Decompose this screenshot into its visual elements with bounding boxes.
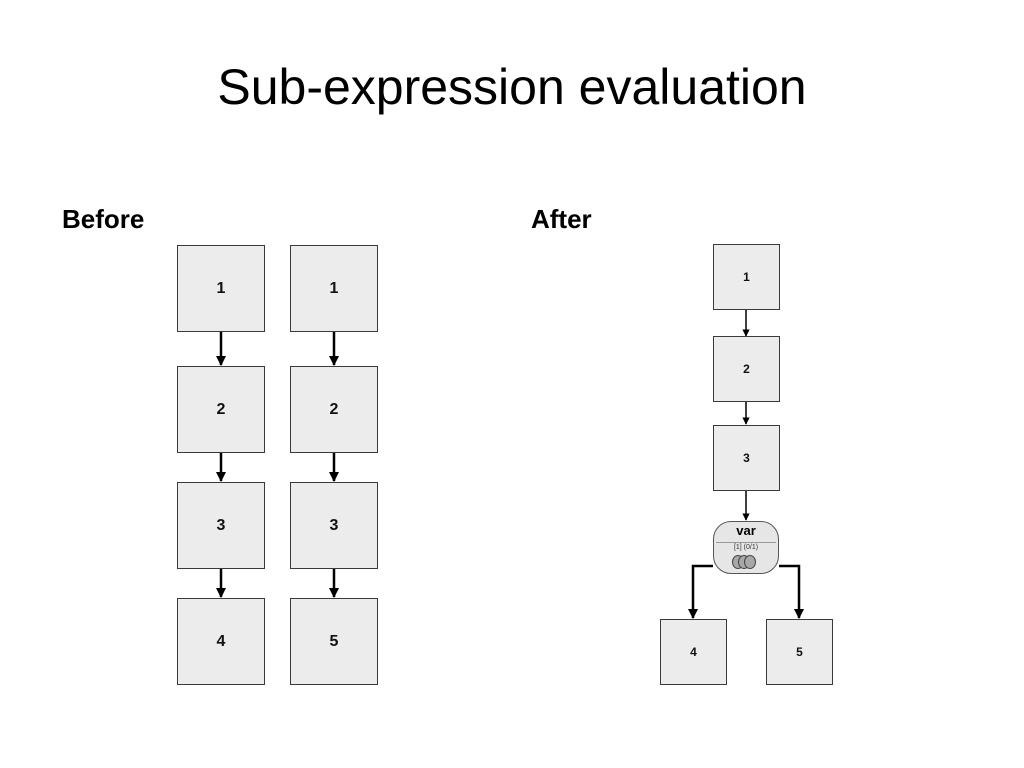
after-branch-var-5	[779, 564, 804, 619]
before-left-node-1: 1	[177, 245, 265, 332]
var-node-title: var	[736, 523, 756, 538]
after-node-5: 5	[766, 619, 833, 685]
before-label: Before	[62, 204, 145, 234]
before-left-node-3: 3	[177, 482, 265, 569]
token-disk-icon	[744, 555, 756, 569]
after-branch-var-4	[688, 564, 713, 619]
before-right-node-2: 2	[290, 366, 378, 453]
before-right-node-3: 3	[290, 482, 378, 569]
after-node-4: 4	[660, 619, 727, 685]
before-left-node-2: 2	[177, 366, 265, 453]
after-node-2: 2	[713, 336, 780, 402]
var-node-info: [1] (0/1)	[733, 544, 759, 551]
var-node-divider	[716, 542, 776, 543]
slide-title: Sub-expression evaluation	[217, 59, 807, 115]
before-right-node-5: 5	[290, 598, 378, 685]
after-node-3: 3	[713, 425, 780, 491]
after-node-1: 1	[713, 244, 780, 310]
before-right-node-1: 1	[290, 245, 378, 332]
after-label: After	[531, 204, 592, 234]
before-left-node-4: 4	[177, 598, 265, 685]
var-node: var [1] (0/1)	[713, 521, 779, 574]
